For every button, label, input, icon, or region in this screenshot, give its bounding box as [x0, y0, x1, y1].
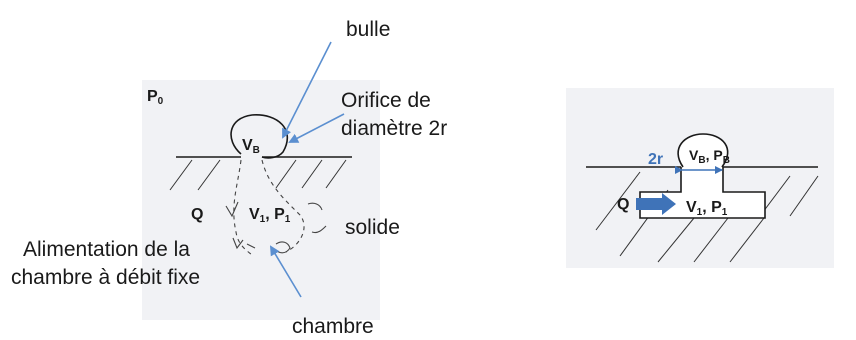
chamber-state-label-r: V1, P1: [686, 199, 728, 218]
flow-arrow: [636, 193, 676, 215]
chamber-arrow: [269, 245, 302, 298]
bubble-outline-r: [677, 133, 729, 168]
solid-label: solide: [345, 216, 400, 239]
chamber-label: chambre: [292, 315, 374, 338]
right-figure: 2r VB, PB Q V1, P1: [566, 88, 834, 268]
bubble-state-label-r: VB, PB: [689, 147, 730, 166]
flow-label-r: Q: [617, 196, 629, 213]
orifice-label-line2: diamètre 2r: [341, 117, 447, 140]
chamber-state-label-left: V1, P1: [249, 206, 291, 225]
bubble-arrow: [282, 41, 332, 139]
chamber-sketch: [233, 159, 305, 256]
feed-label-line2: chambre à débit fixe: [11, 266, 200, 289]
orifice-label-line1: Orifice de: [341, 89, 431, 112]
radius-label: 2r: [648, 151, 663, 168]
chamber-scribbles: [225, 201, 327, 254]
outside-pressure-label: P0: [147, 88, 164, 107]
flow-label-left: Q: [191, 206, 203, 223]
bubble-label: bulle: [346, 18, 390, 41]
bubble-volume-label: VB: [242, 137, 260, 156]
feed-label-line1: Alimentation de la: [23, 238, 190, 261]
left-panel: [142, 80, 380, 320]
solid-hatching: [169, 159, 347, 191]
left-figure: bulle P0 VB Orifice de diamètre 2r Q V1,…: [11, 18, 447, 338]
orifice-arrow: [288, 113, 345, 143]
